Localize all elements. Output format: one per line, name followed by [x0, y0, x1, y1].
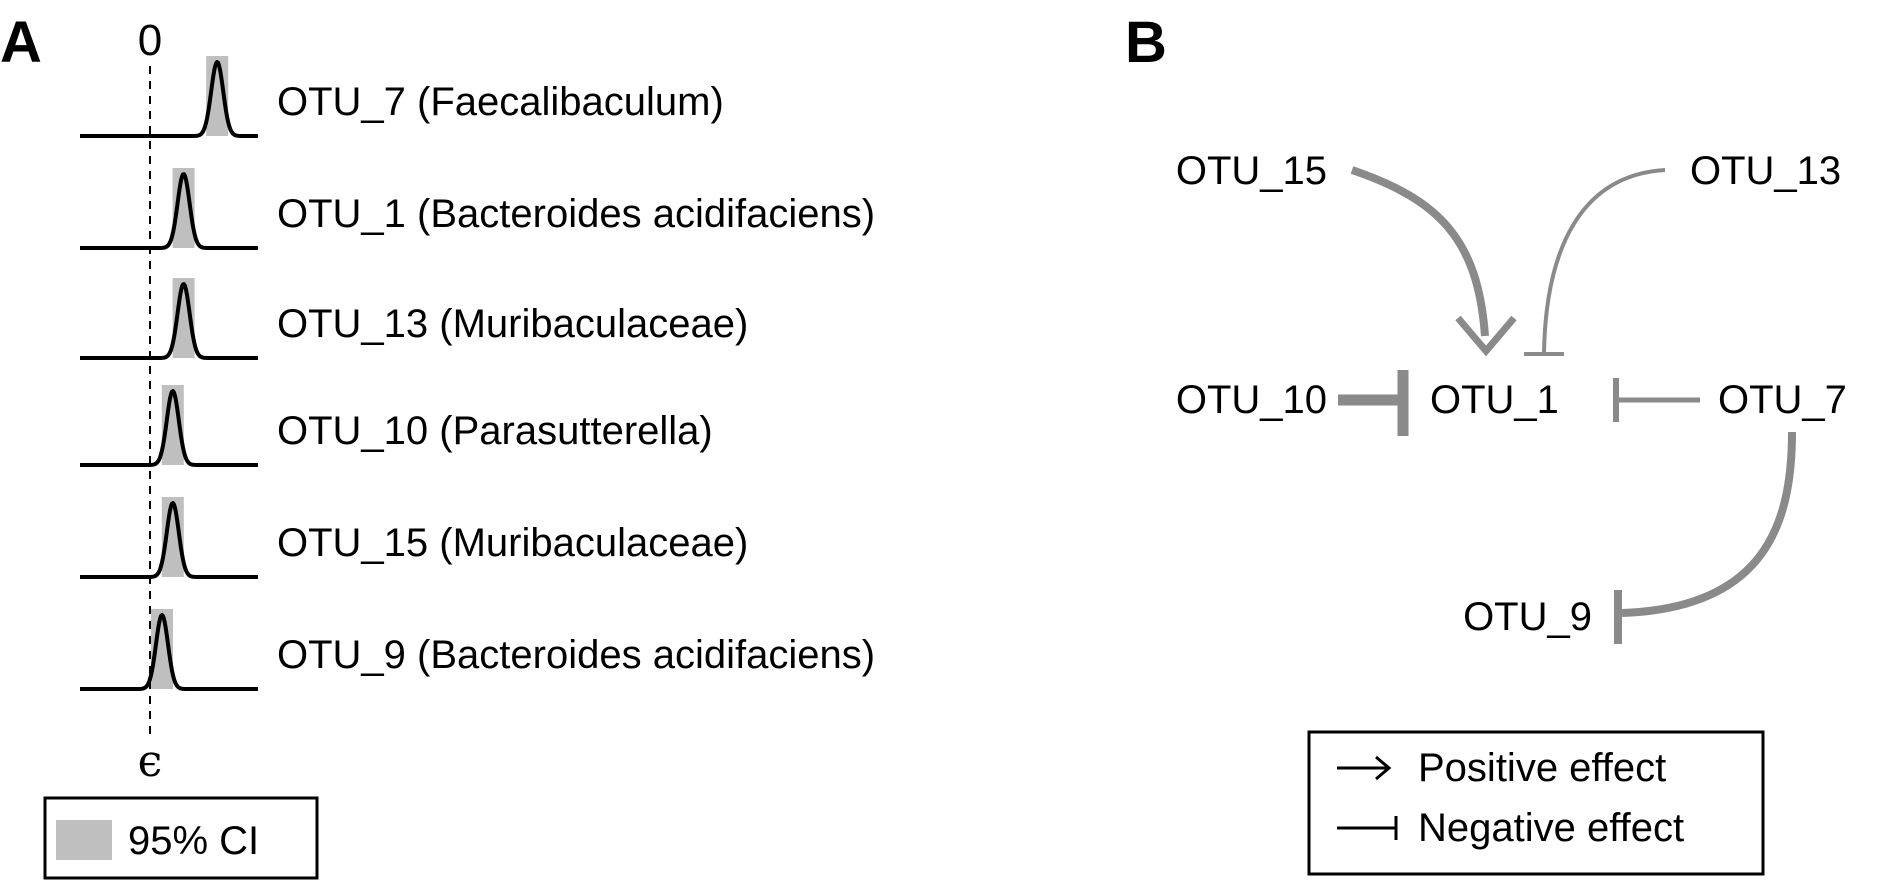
- row-label: OTU_7 (Faecalibaculum): [277, 80, 724, 124]
- zero-label: 0: [138, 16, 162, 65]
- posterior-rows: OTU_7 (Faecalibaculum) OTU_1 (Bacteroides…: [79, 56, 875, 691]
- posterior-curve: [79, 282, 259, 360]
- edge-otu13-otu1: [1542, 168, 1666, 353]
- edge-otu15-otu1: [1350, 166, 1489, 337]
- ci-legend-label: 95% CI: [128, 819, 259, 863]
- row-label: OTU_15 (Muribaculaceae): [277, 521, 748, 565]
- negative-legend-label: Negative effect: [1418, 806, 1684, 850]
- edge-otu7-otu9: [1621, 431, 1796, 617]
- posterior-curve: [79, 501, 259, 579]
- row-label: OTU_13 (Muribaculaceae): [277, 302, 748, 346]
- posterior-curve: [79, 389, 259, 467]
- node-otu1: OTU_1: [1430, 378, 1559, 422]
- ci-legend-swatch: [56, 820, 112, 860]
- node-otu10: OTU_10: [1176, 378, 1327, 422]
- panel-a-label: A: [0, 10, 42, 75]
- node-otu13: OTU_13: [1690, 149, 1841, 193]
- network-nodes: OTU_15 OTU_13 OTU_10 OTU_1 OTU_7 OTU_9: [1176, 149, 1847, 639]
- row-label: OTU_9 (Bacteroides acidifaciens): [277, 633, 875, 677]
- node-otu7: OTU_7: [1718, 378, 1847, 422]
- posterior-curve: [79, 60, 259, 138]
- posterior-curve: [79, 613, 259, 691]
- node-otu15: OTU_15: [1176, 149, 1327, 193]
- epsilon-label: ϵ: [138, 736, 163, 787]
- positive-legend-label: Positive effect: [1418, 746, 1666, 790]
- positive-legend-arrow-icon: [1375, 755, 1392, 781]
- node-otu9: OTU_9: [1463, 595, 1592, 639]
- row-label: OTU_1 (Bacteroides acidifaciens): [277, 192, 875, 236]
- edge-otu15-otu1-arrowhead: [1455, 315, 1517, 357]
- posterior-curve: [79, 172, 259, 250]
- panel-b-label: B: [1125, 10, 1167, 75]
- effect-legend-box: [1307, 730, 1765, 876]
- network-edges: [1338, 166, 1796, 644]
- row-label: OTU_10 (Parasutterella): [277, 409, 713, 453]
